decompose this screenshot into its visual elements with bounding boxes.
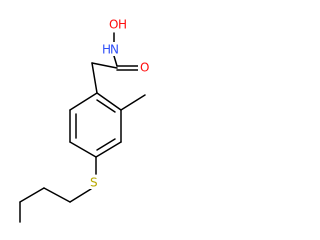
bond-c2-c3 xyxy=(19,187,45,203)
atom-h-on-o: H xyxy=(118,18,127,32)
ring-double-1 xyxy=(96,99,116,113)
ring-bond-6 xyxy=(69,92,98,111)
bond-s-c1 xyxy=(69,188,92,203)
bond-c1-c2 xyxy=(43,187,71,203)
atom-nitrogen: N xyxy=(110,43,119,57)
bond-ring-methyl xyxy=(120,94,146,111)
bond-ch2-ring xyxy=(91,62,98,94)
ring-bond-3 xyxy=(95,141,122,158)
atom-oxygen-hydroxy: O xyxy=(109,18,118,32)
ring-bond-1 xyxy=(96,92,122,111)
ring-double-2 xyxy=(96,138,116,151)
atom-h-on-n: H xyxy=(102,43,111,57)
atom-oxygen-carbonyl: O xyxy=(140,61,149,75)
atom-sulfur: S xyxy=(90,176,98,190)
bond-carbonyl-ch2 xyxy=(91,62,118,69)
bond-n-carbonyl-c xyxy=(113,55,118,67)
structure-diagram: H N O H O S xyxy=(19,17,151,223)
ring-bond-4 xyxy=(69,141,97,158)
